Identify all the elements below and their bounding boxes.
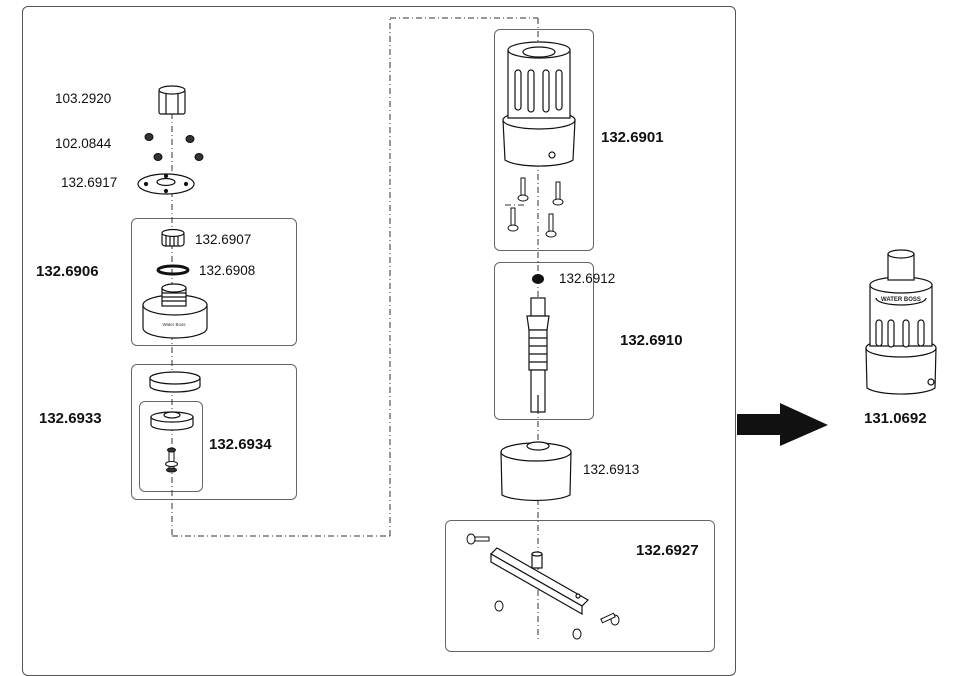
group-box-132-6933 (131, 364, 297, 500)
label-132-6927: 132.6927 (636, 542, 699, 559)
fitting-icon (161, 228, 185, 247)
base-housing-icon (142, 283, 208, 339)
o-ring-icon (156, 264, 190, 276)
label-132-6901: 132.6901 (601, 129, 664, 146)
group-box-132-6901 (494, 29, 594, 251)
group-box-132-6910 (494, 262, 594, 420)
assembly-path-line (171, 17, 539, 640)
group-box-132-6927 (445, 520, 715, 652)
cap-icon (532, 274, 544, 284)
label-132-6907: 132.6907 (195, 232, 252, 247)
parts-drawing: Water Boss (137, 17, 937, 640)
label-103-2920: 103.2920 (55, 91, 112, 106)
assembled-unit-icon (865, 249, 937, 395)
group-box-132-6934 (139, 401, 203, 492)
nut-part-icon (158, 85, 186, 115)
label-132-6933: 132.6933 (39, 410, 102, 427)
label-132-6906: 132.6906 (36, 263, 99, 280)
piston-shaft-icon (526, 297, 550, 413)
seal-ring-icon (149, 371, 201, 393)
label-132-6908: 132.6908 (199, 263, 256, 278)
group-box-132-6906 (131, 218, 297, 346)
label-132-6917: 132.6917 (61, 175, 118, 190)
label-132-6910: 132.6910 (620, 332, 683, 349)
cage-housing-icon (502, 41, 576, 167)
label-102-0844: 102.0844 (55, 136, 112, 151)
flange-plate-icon (137, 173, 195, 195)
label-132-6912: 132.6912 (559, 271, 616, 286)
arrow-icon (737, 403, 828, 446)
valve-seat-icon (150, 411, 194, 431)
screws-icon (507, 177, 564, 238)
bracket-screws-icon (466, 533, 620, 640)
valve-stem-icon (165, 447, 178, 473)
label-132-6934: 132.6934 (209, 436, 272, 453)
base-engraving: Water Boss (162, 322, 186, 327)
label-131-0692: 131.0692 (864, 410, 927, 427)
unit-engraving: WATER BOSS (881, 297, 921, 303)
small-nuts-icon (144, 133, 204, 161)
bracket-icon (490, 547, 589, 616)
label-132-6913: 132.6913 (583, 462, 640, 477)
lower-housing-icon (500, 441, 572, 502)
